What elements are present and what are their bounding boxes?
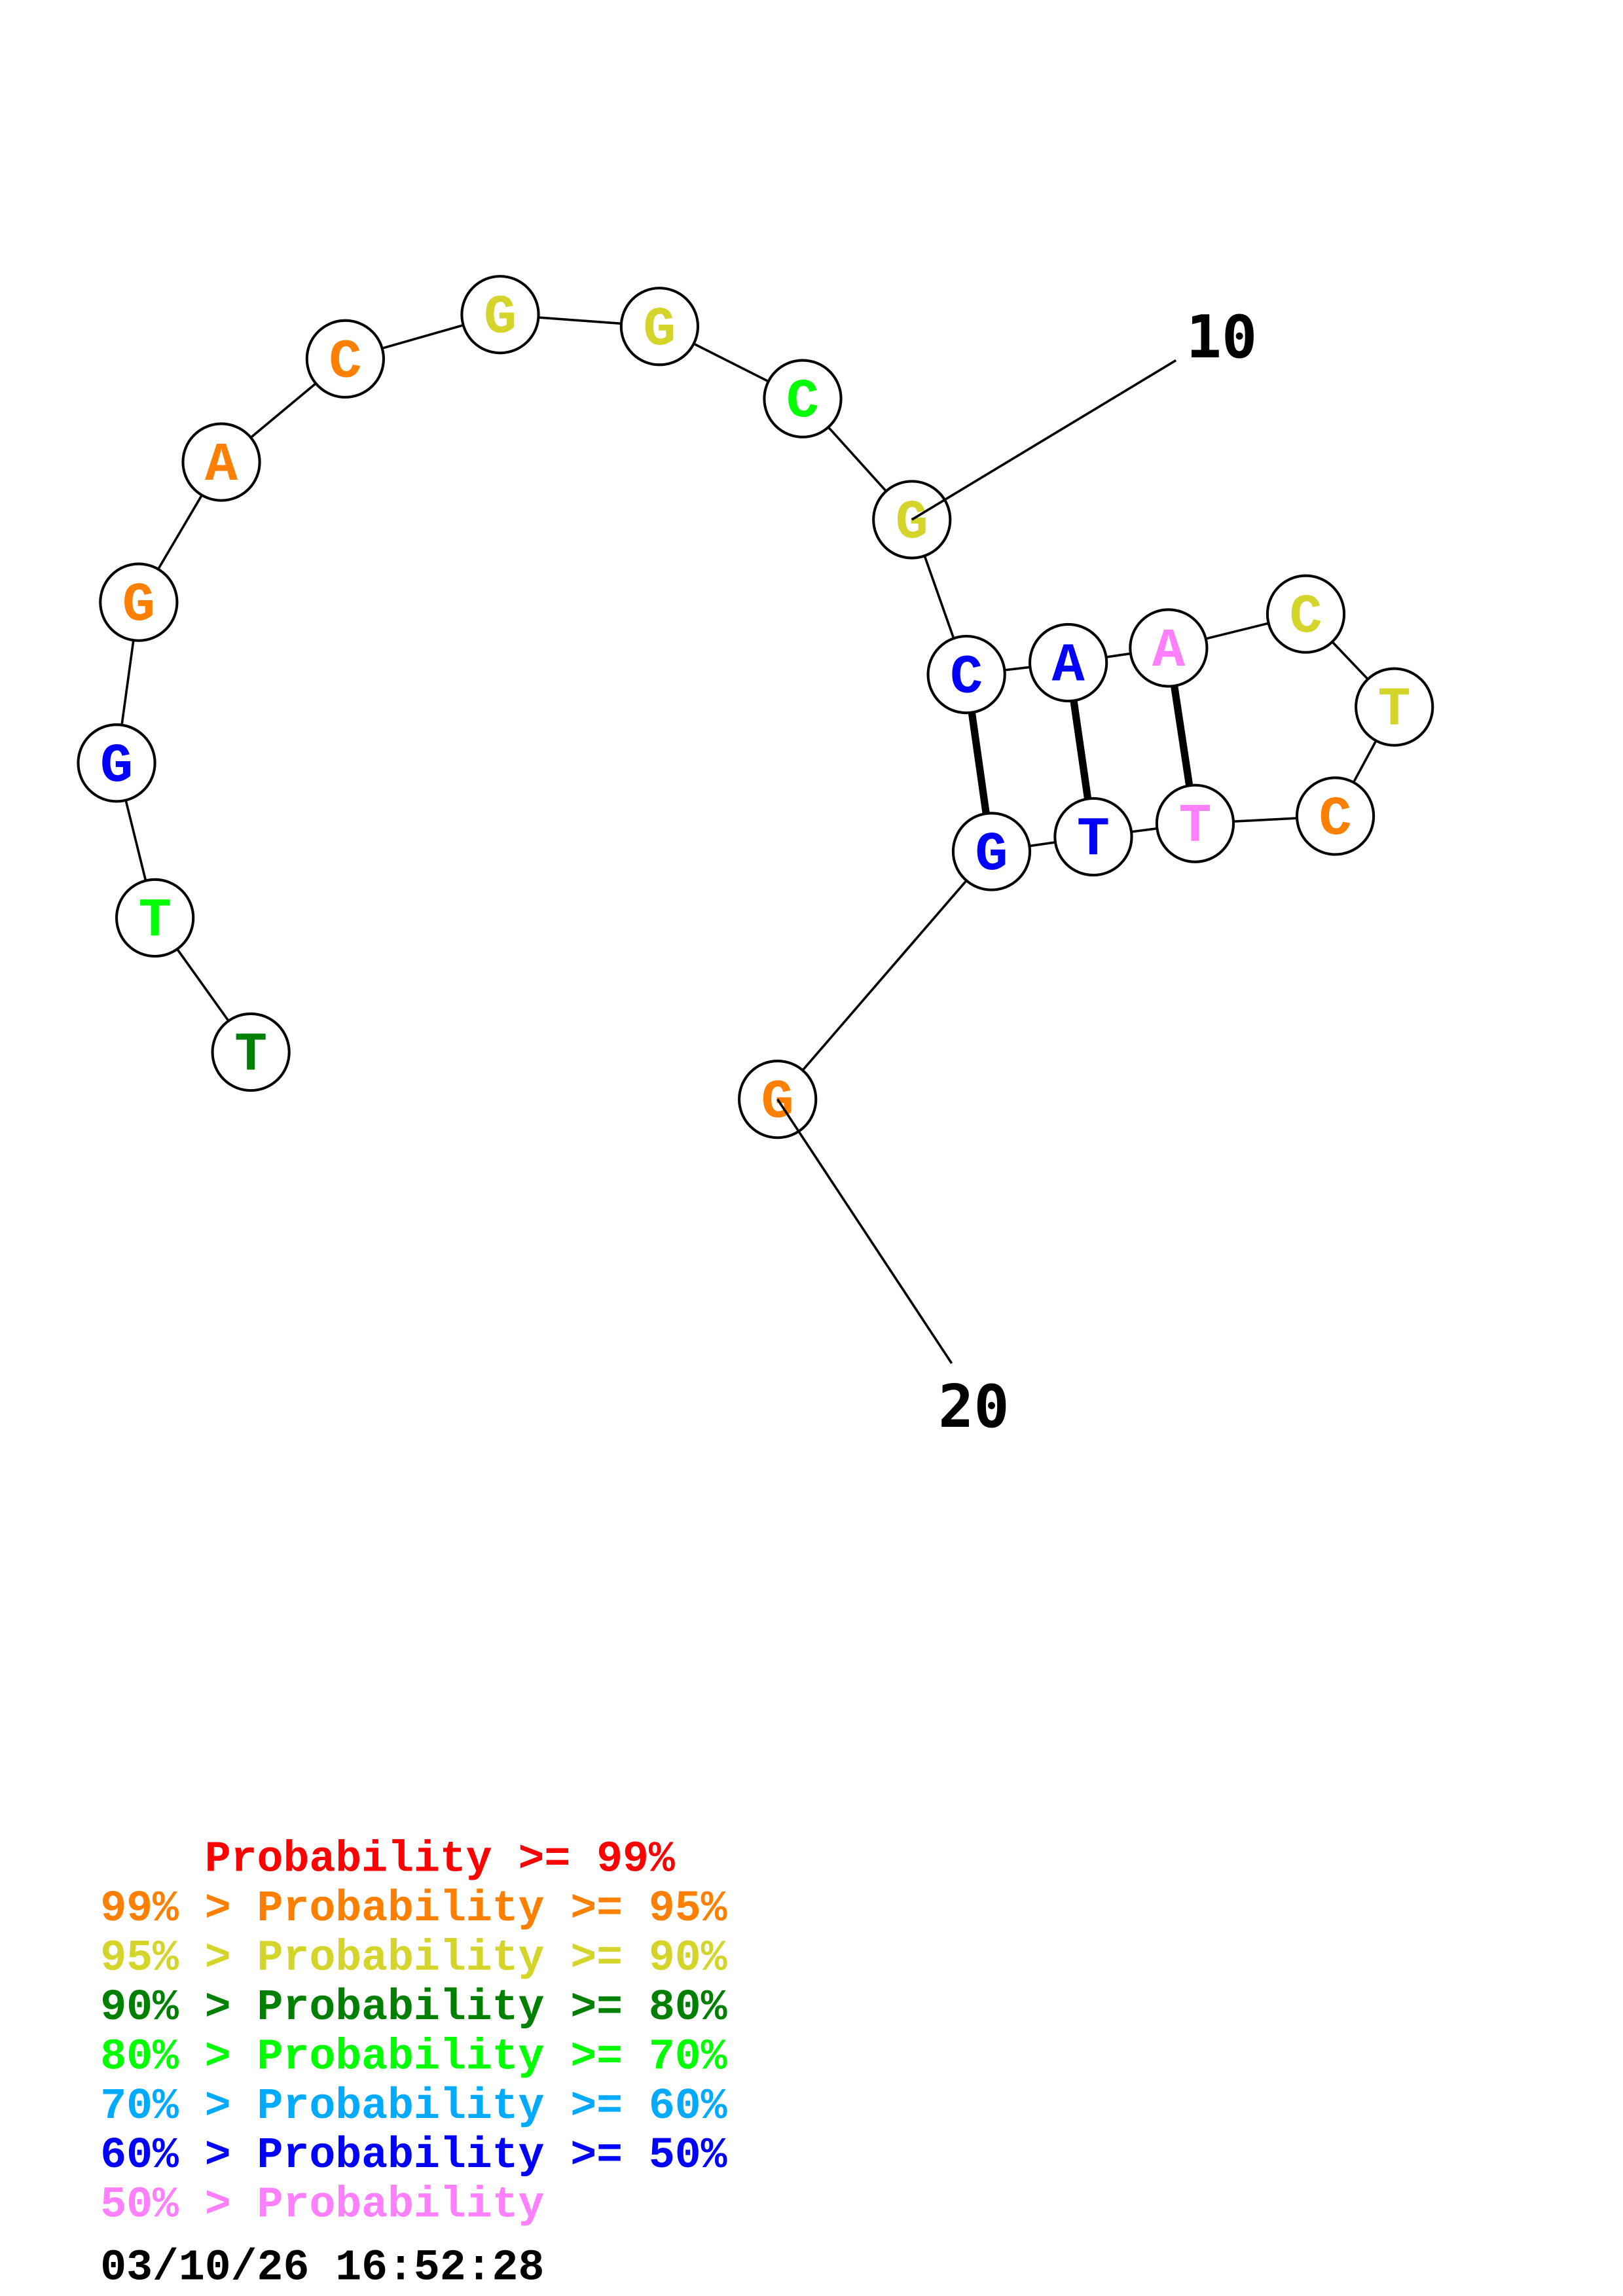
position-label-leader bbox=[776, 1098, 953, 1365]
legend-row: 99% > Probability >= 95% bbox=[100, 1884, 727, 1933]
nucleotide-circle bbox=[77, 723, 156, 803]
timestamp: 03/10/26 16:52:28 bbox=[100, 2244, 544, 2293]
nucleotide: G bbox=[99, 562, 179, 642]
nucleotide-circle bbox=[1129, 608, 1209, 688]
position-label-leader bbox=[911, 359, 1177, 521]
nucleotide-circle bbox=[926, 634, 1006, 715]
nucleotide: C bbox=[1295, 776, 1376, 856]
nucleotide-circle bbox=[1266, 574, 1346, 654]
nucleotide-letter: C bbox=[1289, 587, 1322, 649]
nucleotide: C bbox=[1266, 574, 1346, 654]
nucleotide: G bbox=[77, 723, 156, 803]
nucleotide-letter: T bbox=[139, 891, 172, 952]
nucleotide: G bbox=[951, 812, 1032, 891]
nucleotide: C bbox=[763, 359, 843, 439]
legend-row: 60% > Probability >= 50% bbox=[100, 2131, 727, 2180]
nucleotide: C bbox=[926, 634, 1006, 715]
nucleotide-letter: G bbox=[975, 825, 1008, 886]
nucleotide: A bbox=[181, 422, 261, 502]
nucleotide: C bbox=[305, 319, 385, 399]
backbone-lines bbox=[115, 313, 1396, 1100]
nucleotide-circle bbox=[1295, 776, 1376, 856]
nucleotide: G bbox=[619, 287, 699, 367]
nucleotide: T bbox=[1355, 667, 1434, 747]
nucleotide-letter: A bbox=[205, 435, 238, 497]
nucleotide: T bbox=[1053, 797, 1133, 877]
position-label: 20 bbox=[938, 1372, 1010, 1441]
nucleotide-letter: C bbox=[1319, 789, 1352, 851]
legend-row: 95% > Probability >= 90% bbox=[100, 1933, 727, 1982]
nucleotide-circle bbox=[305, 319, 385, 399]
nucleotide-letter: C bbox=[786, 372, 819, 433]
nucleotide-letter: G bbox=[122, 575, 155, 637]
nucleotide: G bbox=[460, 275, 540, 355]
nucleotide-letter: G bbox=[100, 736, 133, 798]
position-label: 10 bbox=[1186, 303, 1258, 372]
nucleotide-circle bbox=[181, 422, 261, 502]
legend-row: 70% > Probability >= 60% bbox=[100, 2082, 727, 2131]
nucleotide-letter: T bbox=[234, 1026, 267, 1087]
probability-legend: Probability >= 99%99% > Probability >= 9… bbox=[100, 1835, 727, 2229]
nucleotide: A bbox=[1129, 608, 1209, 688]
nucleotide-letter: C bbox=[329, 332, 361, 393]
nucleotide-circle bbox=[951, 812, 1032, 891]
nucleotide-circle bbox=[1355, 667, 1434, 747]
legend-row: 80% > Probability >= 70% bbox=[100, 2032, 727, 2081]
nucleotide-letter: C bbox=[950, 648, 983, 709]
nucleotide-letter: G bbox=[896, 493, 928, 554]
nucleotide: T bbox=[1155, 783, 1235, 863]
nucleotide-letter: T bbox=[1178, 797, 1211, 858]
nucleotide-circle bbox=[619, 287, 699, 367]
nucleotide: T bbox=[115, 878, 195, 958]
nucleotide-letter: G bbox=[484, 288, 517, 350]
backbone-segment bbox=[776, 850, 993, 1100]
legend-row: 90% > Probability >= 80% bbox=[100, 1983, 727, 2032]
nucleotide-circle bbox=[1053, 797, 1133, 877]
position-labels: 10 20 bbox=[776, 303, 1258, 1441]
nucleotide-circle bbox=[115, 878, 195, 958]
nucleotide-circle bbox=[211, 1012, 291, 1092]
nucleotide-circle bbox=[763, 359, 843, 439]
nucleotide-circle bbox=[1155, 783, 1235, 863]
nucleotide-letter: G bbox=[643, 300, 676, 361]
nucleotide-letter: G bbox=[761, 1073, 794, 1134]
nucleotide-circle bbox=[460, 275, 540, 355]
legend-row: Probability >= 99% bbox=[100, 1835, 675, 1884]
nucleotide-circle bbox=[1029, 622, 1108, 703]
nucleotide: A bbox=[1029, 622, 1108, 703]
nucleotide-letter: A bbox=[1052, 636, 1085, 698]
legend-row: 50% > Probability bbox=[100, 2181, 544, 2230]
nucleotide: T bbox=[211, 1012, 291, 1092]
nucleotide-letter: A bbox=[1152, 621, 1186, 683]
nucleotide-letter: T bbox=[1378, 680, 1411, 742]
nucleotide: G bbox=[738, 1060, 818, 1139]
nucleotide-circle bbox=[99, 562, 179, 642]
nucleotide-letter: T bbox=[1077, 810, 1110, 872]
